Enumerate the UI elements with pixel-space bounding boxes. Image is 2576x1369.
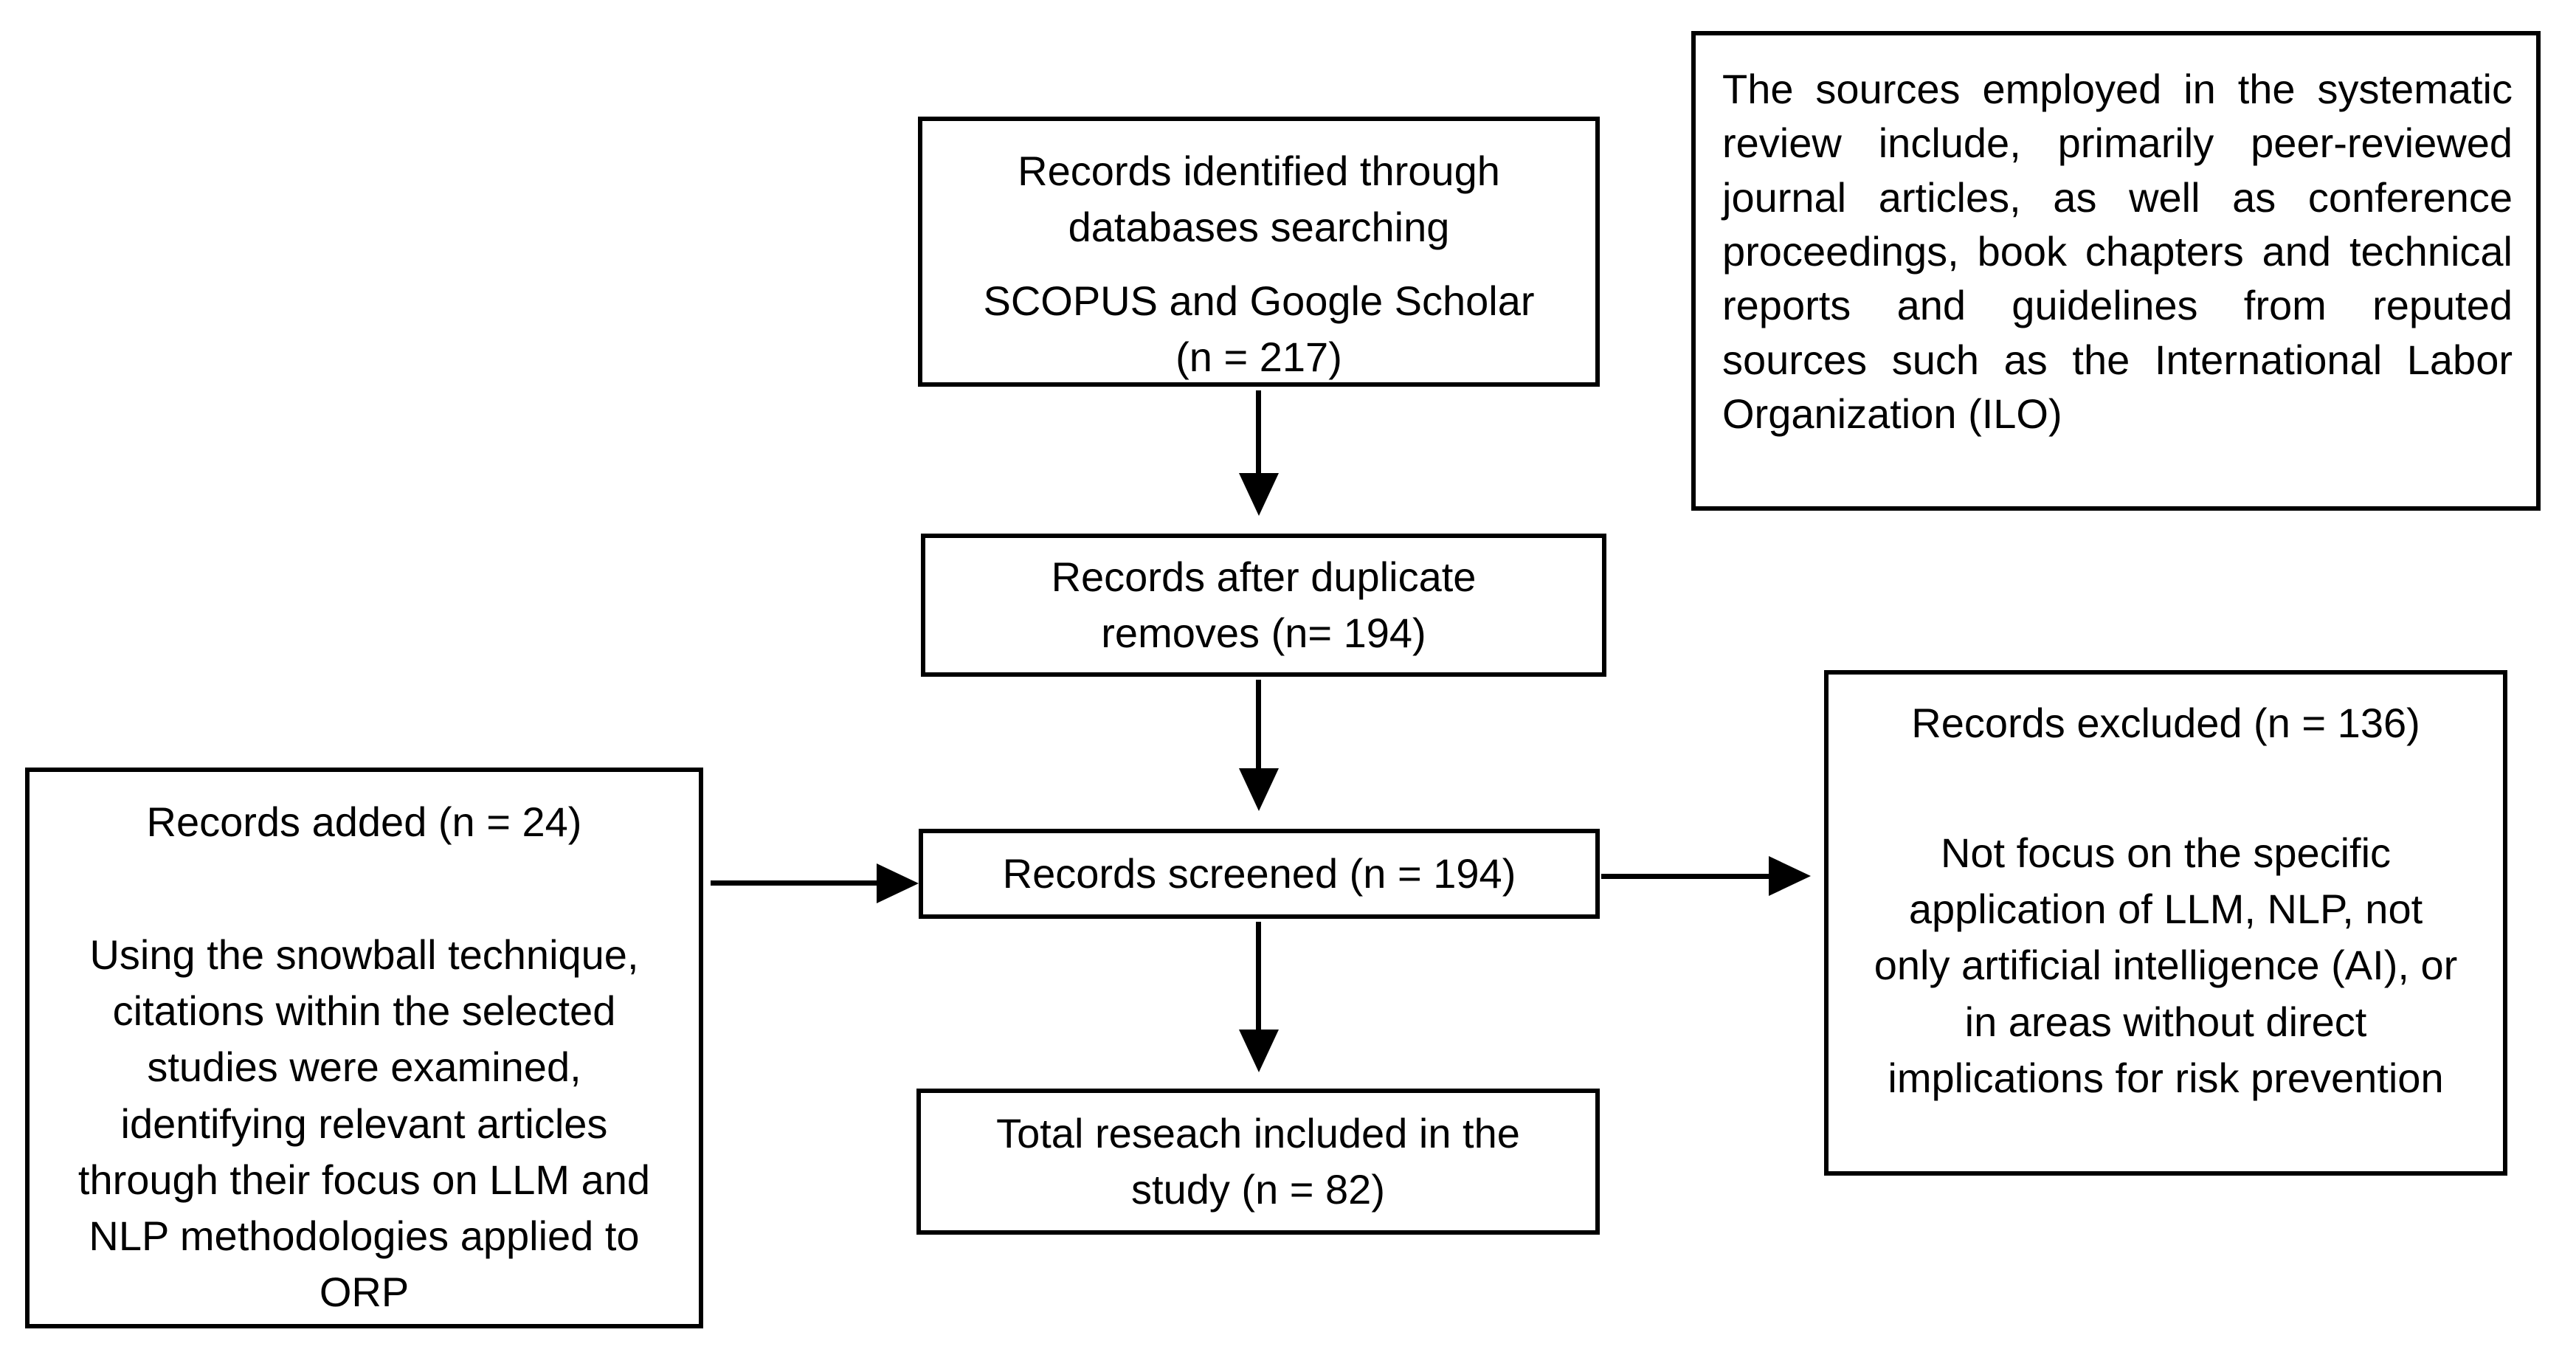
box-records-screened: Records screened (n = 194): [919, 829, 1600, 919]
records-screened-text: Records screened (n = 194): [1002, 849, 1516, 897]
arrow-identified-to-duplicates-line: [1256, 390, 1261, 473]
duplicates-removed-text: Records after duplicate removes (n= 194): [1051, 553, 1477, 656]
arrow-duplicates-to-screened-line: [1256, 680, 1261, 768]
sources-note-text: The sources employed in the systematic r…: [1722, 66, 2513, 438]
arrow-screened-to-included-line: [1256, 922, 1261, 1030]
records-excluded-title: Records excluded (n = 136): [1911, 700, 2420, 746]
box-sources-note: The sources employed in the systematic r…: [1691, 31, 2541, 511]
arrow-identified-to-duplicates-head-icon: [1239, 473, 1279, 516]
records-excluded-body: Not focus on the specific application of…: [1874, 830, 2458, 1101]
arrow-added-to-screened-line: [711, 880, 877, 886]
arrow-screened-to-excluded-line: [1601, 874, 1769, 879]
arrow-screened-to-included-head-icon: [1239, 1030, 1279, 1072]
box-records-added: Records added (n = 24) Using the snowbal…: [25, 768, 703, 1328]
box-records-excluded: Records excluded (n = 136) Not focus on …: [1824, 670, 2507, 1176]
records-identified-sources: SCOPUS and Google Scholar (n = 217): [983, 277, 1535, 381]
arrow-duplicates-to-screened-head-icon: [1239, 768, 1279, 811]
box-duplicates-removed: Records after duplicate removes (n= 194): [921, 534, 1606, 677]
records-identified-text: Records identified through databases sea…: [1018, 148, 1500, 251]
total-included-text: Total reseach included in the study (n =…: [996, 1109, 1520, 1213]
arrow-added-to-screened-head-icon: [877, 863, 919, 903]
records-added-title: Records added (n = 24): [146, 799, 582, 845]
records-added-body: Using the snowball technique, citations …: [77, 931, 651, 1316]
box-total-included: Total reseach included in the study (n =…: [916, 1089, 1600, 1235]
arrow-screened-to-excluded-head-icon: [1769, 856, 1811, 896]
box-records-identified: Records identified through databases sea…: [918, 117, 1600, 387]
